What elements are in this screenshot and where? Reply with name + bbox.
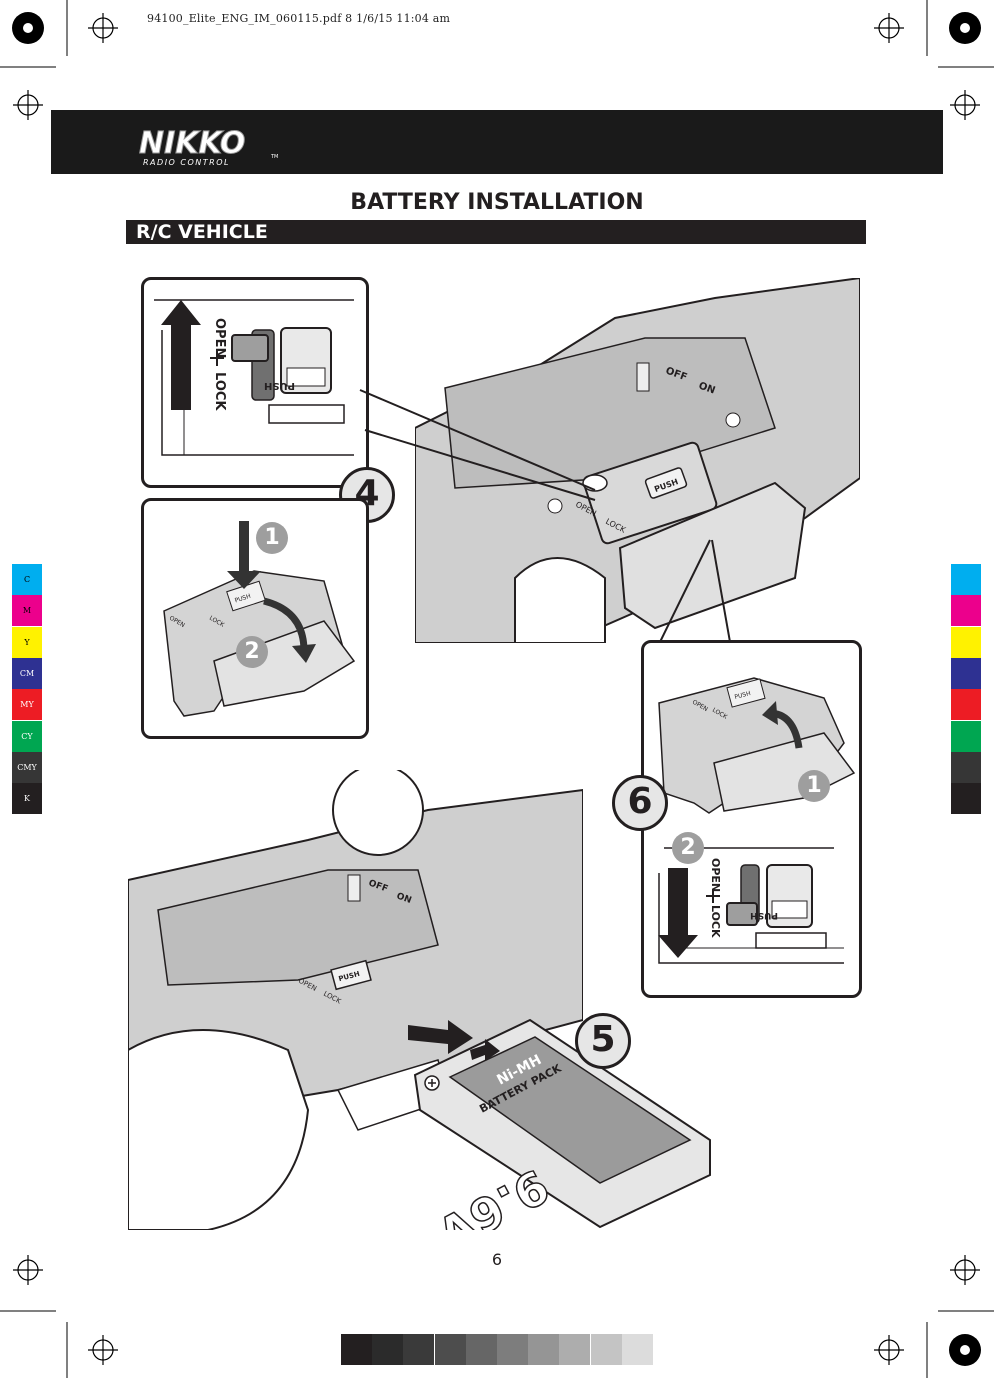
color-swatch-right-cmy xyxy=(951,751,981,783)
down-arrow-icon xyxy=(227,521,261,589)
color-swatch-right-c xyxy=(951,564,981,595)
brand-tagline: RADIO CONTROL xyxy=(143,158,230,167)
color-swatch-right-cm xyxy=(951,657,981,689)
color-swatch-c: C xyxy=(12,564,42,595)
battery-direction-arrow-icon xyxy=(470,1039,500,1061)
open-label-inset4: OPEN xyxy=(212,318,227,358)
gray-swatch xyxy=(559,1334,591,1365)
battery-pack-illustration: Ni-MH BATTERY PACK 9.6V xyxy=(413,1018,711,1230)
header-bar: NIKKO RADIO CONTROL TM xyxy=(51,110,943,174)
gray-swatch xyxy=(403,1334,435,1365)
step-number-6: 6 xyxy=(612,775,668,831)
push-label-inset6b: PUSH xyxy=(750,910,778,920)
lock-label-inset6b: LOCK xyxy=(709,905,722,938)
color-swatch-right-y xyxy=(951,626,981,658)
substep-2-badge-6: 2 xyxy=(672,832,704,864)
color-swatch-right-cy xyxy=(951,720,981,752)
gray-swatch xyxy=(434,1334,466,1365)
brand-tm: TM xyxy=(270,154,278,160)
push-label-inset4b: PUSH xyxy=(234,593,252,605)
substep-2-badge: 2 xyxy=(236,636,268,668)
color-swatch-m: M xyxy=(12,595,42,627)
color-swatch-right-k xyxy=(951,783,981,815)
section-bar: R/C VEHICLE xyxy=(126,220,866,244)
step4-inset-panel: OPEN LOCK PUSH xyxy=(141,277,369,488)
color-swatch-right-m xyxy=(951,595,981,627)
car-illustration-top: PUSH OFF ON OPEN LOCK xyxy=(415,278,860,643)
registration-mark-icon xyxy=(13,13,980,1365)
step-number-5: 5 xyxy=(575,1013,631,1069)
page-title: BATTERY INSTALLATION xyxy=(350,190,644,215)
color-swatch-cmy: CMY xyxy=(12,751,42,783)
step6-inset-panel: PUSH OPEN LOCK OPEN LOCK PUSH xyxy=(641,640,862,998)
color-swatch-cy: CY xyxy=(12,720,42,752)
print-info: 94100_Elite_ENG_IM_060115.pdf 8 1/6/15 1… xyxy=(147,12,451,25)
page-number: 6 xyxy=(491,1250,503,1269)
color-swatch-k: K xyxy=(12,783,42,815)
lock-switch-open-illustration: OPEN LOCK PUSH xyxy=(154,299,354,456)
substep-1-badge-6: 1 xyxy=(798,770,830,802)
gray-swatch xyxy=(528,1334,560,1365)
gray-swatch xyxy=(465,1334,497,1365)
substep-1-badge: 1 xyxy=(256,522,288,554)
gray-swatch xyxy=(497,1334,528,1365)
color-swatch-y: Y xyxy=(12,626,42,658)
gray-swatch xyxy=(372,1334,404,1365)
lid-open-and-lock-illustration: PUSH OPEN LOCK OPEN LOCK PUSH xyxy=(658,677,856,964)
open-label-inset6b: OPEN xyxy=(709,858,722,892)
down-lock-arrow-icon xyxy=(658,868,698,958)
gray-swatch xyxy=(341,1334,372,1365)
lid-close-illustration: PUSH OPEN LOCK xyxy=(163,521,356,717)
nikko-logo: NIKKO RADIO CONTROL TM xyxy=(139,126,279,168)
on-label-top: ON xyxy=(697,380,717,396)
on-label-bottom: ON xyxy=(395,891,413,906)
push-label-inset6a: PUSH xyxy=(734,690,752,701)
battery-voltage: 9.6V xyxy=(428,1158,557,1230)
gray-swatch xyxy=(621,1334,653,1365)
color-swatch-right-my xyxy=(951,689,981,721)
starburst-mark-icon xyxy=(12,12,981,1366)
section-title: R/C VEHICLE xyxy=(136,221,268,243)
step4-lid-close-panel: PUSH OPEN LOCK xyxy=(141,498,369,739)
lock-label-inset4: LOCK xyxy=(212,372,227,411)
brand-name: NIKKO xyxy=(139,126,245,161)
color-swatch-my: MY xyxy=(12,689,42,721)
gray-swatch xyxy=(590,1334,622,1365)
curved-arrow-icon xyxy=(263,597,308,652)
push-label-inset4: PUSH xyxy=(264,380,295,391)
up-arrow-icon xyxy=(161,300,201,410)
color-swatch-cm: CM xyxy=(12,657,42,689)
insert-arrow-icon xyxy=(408,1020,473,1054)
